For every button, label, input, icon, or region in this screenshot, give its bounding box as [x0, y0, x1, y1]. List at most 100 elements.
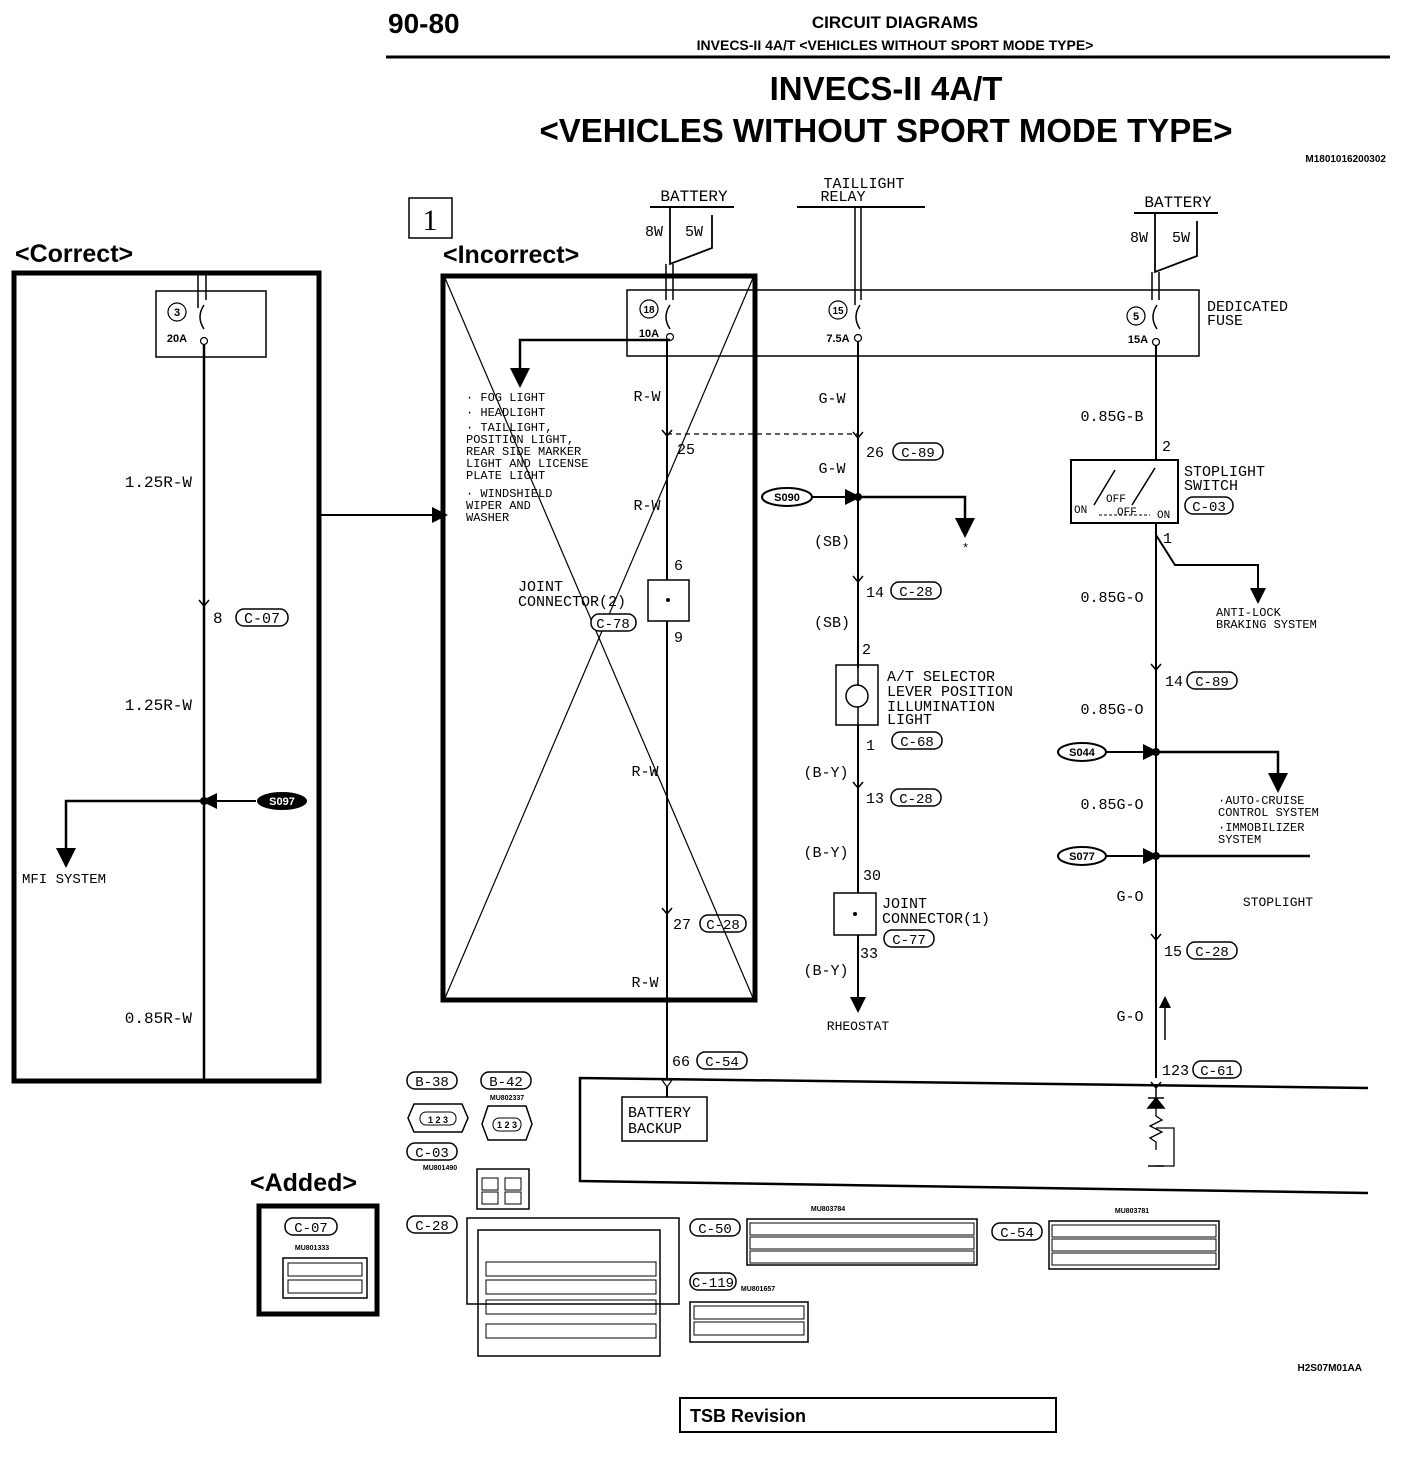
c61-tag — [1192, 1060, 1242, 1079]
sb-label-2: (SB) — [814, 615, 850, 632]
doc-code: M1801016200302 — [1305, 154, 1386, 165]
joint-connector-1-label-1: JOINT — [882, 896, 927, 913]
b38-pin-nums: 1 2 3 — [428, 1115, 448, 1125]
ecu-boundary — [578, 1076, 1369, 1195]
rheostat-label: RHEOSTAT — [827, 1019, 890, 1034]
pin25-mark — [661, 429, 673, 438]
selector-label-4: LIGHT — [887, 712, 932, 729]
fuse18-element — [665, 304, 671, 330]
stoplight-pin2: 2 — [1162, 439, 1171, 456]
pin26-conn: C-89 — [901, 446, 935, 462]
pin14-conn: C-28 — [899, 585, 933, 601]
c89-tag — [1186, 671, 1238, 690]
joint-connector-2-label-1: JOINT — [518, 579, 563, 596]
rw-label-1: R-W — [633, 389, 660, 406]
joint-connector-2-tag — [590, 613, 637, 632]
switch-contact-b — [1131, 467, 1156, 506]
stoplight-pin14: 14 — [1165, 674, 1183, 691]
c77: C-77 — [892, 933, 926, 949]
correct-fuse-terminal — [199, 336, 209, 346]
correct-splice-tag — [257, 792, 307, 810]
c07-body — [282, 1257, 368, 1299]
cruise-label-3: ·IMMOBILIZER — [1218, 821, 1304, 835]
switch-on-left: ON — [1074, 505, 1087, 517]
rw-label-2: R-W — [633, 498, 660, 515]
abs-label-2: BRAKING SYSTEM — [1216, 618, 1317, 632]
correct-branch-wire — [56, 799, 204, 868]
c119-label: C-119 — [692, 1276, 734, 1292]
correct-wire-2: 1.25R-W — [125, 697, 193, 715]
pin27-tag — [699, 914, 747, 933]
c50-part: MU803784 — [811, 1206, 845, 1213]
dedicated-fuse-1: DEDICATED — [1207, 299, 1288, 316]
correct-branch-label: MFI SYSTEM — [22, 872, 106, 888]
b42-tag — [480, 1071, 532, 1090]
c03-tag — [406, 1142, 458, 1161]
correct-fuse-box — [155, 290, 267, 358]
correct-connector-mark — [198, 599, 210, 608]
fuse18-branch-item: REAR SIDE MARKER — [466, 445, 581, 459]
battery-backup-2: BACKUP — [628, 1121, 682, 1138]
stoplight-switch-1: STOPLIGHT — [1184, 464, 1265, 481]
joint-connector-2-dot — [666, 598, 670, 602]
c28-pin15-tag — [1186, 941, 1238, 960]
fuse15-circle — [828, 300, 848, 320]
section-subtitle: INVECS-II 4A/T <VEHICLES WITHOUT SPORT M… — [697, 37, 1094, 53]
c119-part: MU801657 — [741, 1286, 775, 1293]
correct-connector-tag — [235, 608, 289, 627]
selector-label-1: A/T SELECTOR — [887, 669, 995, 686]
b38-shape — [407, 1103, 469, 1133]
c50-pin-grid — [749, 1222, 975, 1264]
main-title-line2: <VEHICLES WITHOUT SPORT MODE TYPE> — [539, 112, 1232, 149]
pin14-mark — [852, 575, 864, 584]
c03-pin — [481, 1177, 499, 1191]
c03-pin — [504, 1177, 522, 1191]
fuse15-number: 15 — [832, 306, 844, 317]
switch-off-2: OFF — [1117, 507, 1137, 519]
c03-shape — [476, 1168, 530, 1210]
joint-connector-1-dot — [853, 912, 857, 916]
c07-tag — [284, 1217, 338, 1236]
c54-pin-grid — [1051, 1224, 1217, 1266]
selector-label-2: LEVER POSITION — [887, 684, 1013, 701]
selector-light-box — [835, 664, 879, 726]
fuse18-branch-item: LIGHT AND LICENSE — [466, 457, 588, 471]
fuse5-element — [1152, 304, 1158, 330]
b38-label: B-38 — [415, 1075, 449, 1091]
taillight-relay-1: TAILLIGHT — [823, 176, 904, 193]
s090-branch-star: * — [962, 542, 969, 556]
b42-part: MU802337 — [490, 1095, 524, 1102]
incorrect-cross-b — [444, 277, 754, 999]
fuse18-circle — [639, 299, 659, 319]
pin9: 9 — [674, 630, 683, 647]
taillight-relay-2: RELAY — [820, 189, 865, 206]
pin13-conn: C-28 — [899, 792, 933, 808]
ecu-ground-wire — [1156, 1127, 1175, 1167]
fuse18-branch-item: · HEADLIGHT — [466, 406, 545, 420]
battery-backup-box — [621, 1096, 708, 1142]
fuse-box-strip — [626, 289, 1200, 357]
c28-outer — [466, 1217, 680, 1305]
pin25: 25 — [677, 442, 695, 459]
pin14: 14 — [866, 585, 884, 602]
stoplight-branch-label: STOPLIGHT — [1243, 895, 1313, 910]
battery1-fusible-link — [669, 207, 713, 266]
stoplight-switch-2: SWITCH — [1184, 478, 1238, 495]
added-label: <Added> — [250, 1169, 357, 1197]
page-number: 90-80 — [388, 8, 460, 39]
fuse15-terminal — [853, 333, 863, 343]
c28-label: C-28 — [415, 1219, 449, 1235]
by-label-2: (B-Y) — [803, 845, 848, 862]
c50-tag — [689, 1218, 741, 1237]
correct-connector: C-07 — [244, 611, 280, 628]
pin26-tag — [892, 442, 944, 461]
pin27-conn: C-28 — [706, 918, 740, 934]
ecu-diode-icon — [1146, 1096, 1166, 1109]
switch-off-1: OFF — [1106, 494, 1126, 506]
correct-fuse-number-circle — [167, 302, 187, 322]
pin33: 33 — [860, 946, 878, 963]
correct-wire-1: 1.25R-W — [125, 474, 193, 492]
pin30: 30 — [863, 868, 881, 885]
pin66-conn: C-54 — [705, 1055, 739, 1071]
